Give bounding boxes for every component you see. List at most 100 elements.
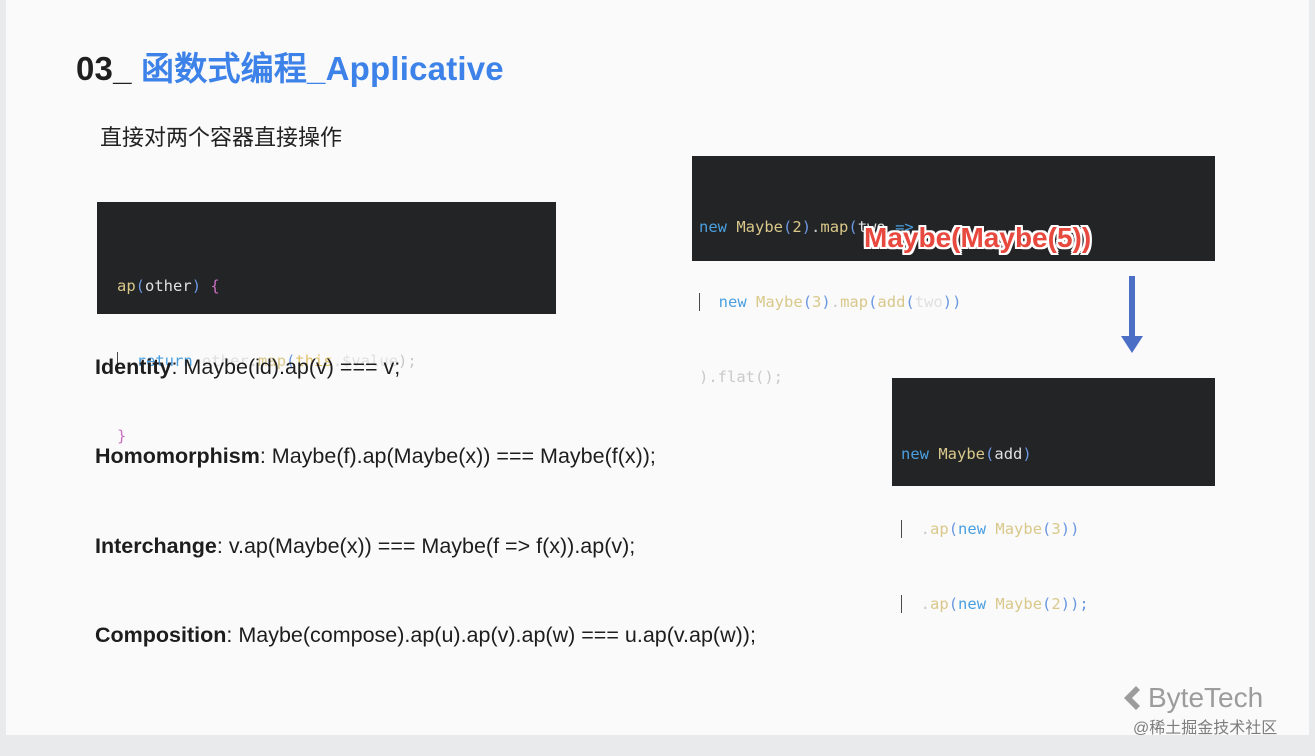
- code-token: .: [811, 218, 821, 236]
- code-token: Maybe: [995, 595, 1043, 613]
- code-line: .ap(new Maybe(2));: [901, 592, 1215, 617]
- code-line: }: [117, 424, 556, 449]
- code-token: 2: [792, 218, 802, 236]
- law-name: Identity: [95, 355, 172, 379]
- code-token: }: [117, 427, 127, 445]
- law-name: Composition: [95, 623, 227, 647]
- code-line: ).flat();: [699, 365, 1215, 390]
- code-token: .: [920, 595, 931, 613]
- code-line: return other.map(this.$value);: [117, 349, 556, 374]
- code-line: new Maybe(add): [901, 442, 1215, 467]
- bytetech-logo: ByteTech: [1122, 682, 1263, 714]
- code-token: (: [135, 277, 146, 295]
- watermark: @稀土掘金技术社区: [1133, 720, 1278, 737]
- code-token: ap: [930, 595, 949, 613]
- code-token: {: [201, 277, 220, 295]
- law-formula: Maybe(id).ap(v) === v;: [183, 355, 401, 379]
- law-formula: v.ap(Maybe(x)) === Maybe(f => f(x)).ap(v…: [228, 534, 636, 558]
- law-separator: :: [226, 623, 239, 647]
- code-token: (: [286, 352, 296, 370]
- code-token: .: [248, 352, 259, 370]
- code-token: return: [136, 352, 193, 370]
- code-token: new: [958, 595, 987, 613]
- indent-guide: [901, 520, 921, 538]
- code-token: new: [699, 218, 727, 236]
- code-line: new Maybe(3).map(add(two)): [699, 290, 1215, 315]
- code-token: new: [958, 520, 987, 538]
- law-separator: :: [171, 355, 184, 379]
- down-arrow-icon: [1121, 276, 1143, 353]
- code-line: .ap(new Maybe(3)): [901, 517, 1215, 542]
- code-token: Maybe: [938, 445, 986, 463]
- code-token: (: [948, 520, 959, 538]
- law-name: Interchange: [95, 534, 217, 558]
- code-token: ): [801, 218, 812, 236]
- law-homomorphism: Homomorphism: Maybe(f).ap(Maybe(x)) === …: [95, 444, 656, 469]
- code-token: (: [1042, 520, 1052, 538]
- code-token: two: [914, 293, 943, 311]
- code-line: new Maybe(2).map(two =>: [699, 215, 1215, 240]
- code-token: add: [994, 445, 1023, 463]
- code-token: Maybe: [995, 520, 1043, 538]
- code-token: ): [1022, 445, 1032, 463]
- code-token: )): [942, 293, 962, 311]
- code-token: (: [848, 218, 858, 236]
- code-token: (: [1042, 595, 1052, 613]
- code-token: .$value: [332, 352, 399, 370]
- code-block-ap-chain: new Maybe(add) .ap(new Maybe(3)) .ap(new…: [892, 378, 1215, 613]
- code-block-nested-maybe: new Maybe(2).map(two => new Maybe(3).map…: [692, 156, 1215, 386]
- law-name: Homomorphism: [95, 444, 260, 468]
- code-token: 3: [812, 293, 822, 311]
- code-token: add: [877, 293, 906, 311]
- code-token: (: [802, 293, 813, 311]
- code-token: map: [840, 293, 869, 311]
- law-composition: Composition: Maybe(compose).ap(u).ap(v).…: [95, 623, 756, 648]
- code-token: Maybe: [756, 293, 803, 311]
- code-token: ): [191, 277, 202, 295]
- arrow-head: [1121, 336, 1143, 353]
- code-token: ap: [930, 520, 949, 538]
- law-formula: Maybe(f).ap(Maybe(x)) === Maybe(f(x));: [271, 444, 656, 468]
- law-interchange: Interchange: v.ap(Maybe(x)) === Maybe(f …: [95, 534, 635, 559]
- code-token: ): [821, 293, 831, 311]
- indent-guide: [901, 595, 921, 613]
- title-number: 03_: [76, 50, 132, 87]
- code-token: (: [905, 293, 915, 311]
- arrow-shaft: [1129, 276, 1135, 338]
- code-token: ).flat();: [699, 368, 783, 386]
- code-block-ap: ap(other) { return other.map(this.$value…: [97, 202, 556, 445]
- code-token: Maybe: [736, 218, 784, 236]
- code-token: new: [718, 293, 747, 311]
- law-separator: :: [216, 534, 229, 558]
- code-token: =>: [885, 218, 914, 236]
- code-token: (: [985, 445, 995, 463]
- code-token: new: [901, 445, 929, 463]
- result-annotation: Maybe(Maybe(5)): [864, 222, 1092, 253]
- law-identity: Identity: Maybe(id).ap(v) === v;: [95, 355, 400, 380]
- code-token: 2: [1051, 595, 1061, 613]
- law-separator: :: [259, 444, 272, 468]
- code-token: other: [145, 277, 192, 295]
- code-token: map: [258, 352, 287, 370]
- code-token: other: [202, 352, 249, 370]
- code-token: (: [868, 293, 878, 311]
- code-line: ap(other) {: [117, 274, 556, 299]
- page-title: 03_ 函数式编程_Applicative: [76, 42, 504, 90]
- code-token: ));: [1060, 595, 1089, 613]
- code-token: (: [948, 595, 959, 613]
- code-token: ap: [117, 277, 136, 295]
- brand-name: ByteTech: [1148, 682, 1264, 713]
- code-token: (: [783, 218, 793, 236]
- indent-guide: [699, 293, 719, 311]
- code-token: 3: [1051, 520, 1061, 538]
- code-token: .: [830, 293, 841, 311]
- bytetech-mark-icon: [1124, 686, 1140, 710]
- code-token: );: [398, 352, 417, 370]
- code-token: map: [820, 218, 849, 236]
- law-formula: Maybe(compose).ap(u).ap(v).ap(w) === u.a…: [238, 623, 756, 647]
- slide-subtitle: 直接对两个容器直接操作: [100, 125, 343, 150]
- title-name: 函数式编程_Applicative: [141, 50, 504, 87]
- code-token: this: [295, 352, 333, 370]
- code-token: two: [857, 218, 886, 236]
- code-token: .: [920, 520, 931, 538]
